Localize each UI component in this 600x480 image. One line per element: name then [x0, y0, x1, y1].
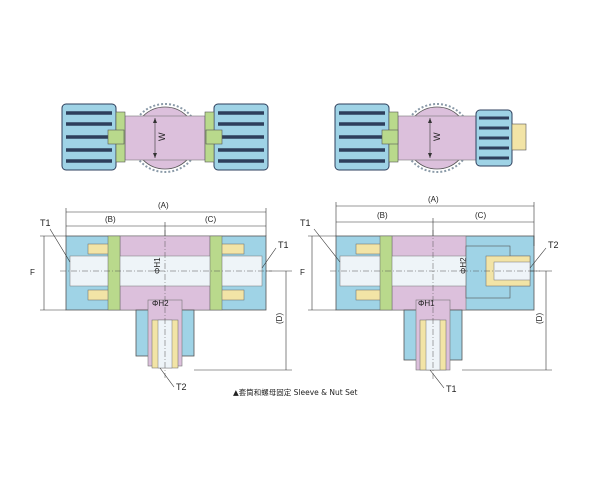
- label-h2-right: ΦH2: [459, 257, 468, 274]
- label-d-left: (D): [275, 313, 284, 324]
- label-h1-left: ΦH1: [153, 257, 162, 274]
- label-b-right: (B): [377, 211, 388, 220]
- label-h2-left: ΦH2: [152, 299, 169, 308]
- small-sleeve: [511, 123, 527, 151]
- label-t2-right: T2: [548, 240, 559, 250]
- sleeve-nut-note: ▲套筒和螺母固定 Sleeve & Nut Set: [233, 387, 357, 397]
- label-t1-right-b: T1: [446, 384, 457, 394]
- label-f-left: F: [30, 268, 35, 277]
- label-t1-left-a: T1: [40, 218, 51, 228]
- section-view-right: (A) (B) (C) F (D) T1 T1 T2 ΦH1 ΦH2: [300, 195, 559, 394]
- label-h1-right: ΦH1: [418, 299, 435, 308]
- label-c-right: (C): [475, 211, 486, 220]
- label-c-left: (C): [205, 215, 216, 224]
- label-w-left: W: [157, 132, 167, 141]
- top-view-right: W: [334, 103, 527, 173]
- label-d-right: (D): [535, 313, 544, 324]
- body-block: [124, 115, 206, 161]
- label-b-left: (B): [105, 215, 116, 224]
- label-t1-left-b: T1: [278, 240, 289, 250]
- label-t1-right: T1: [300, 218, 311, 228]
- label-t2-left: T2: [176, 382, 187, 392]
- label-a-right: (A): [428, 195, 439, 204]
- top-view-left: W: [61, 103, 269, 173]
- section-view-left: (A) (B) (C) F (D) T1 T1 T2 ΦH1 ΦH2: [30, 201, 292, 392]
- label-w-right: W: [432, 132, 442, 141]
- label-f-right: F: [300, 268, 305, 277]
- label-a-left: (A): [158, 201, 169, 210]
